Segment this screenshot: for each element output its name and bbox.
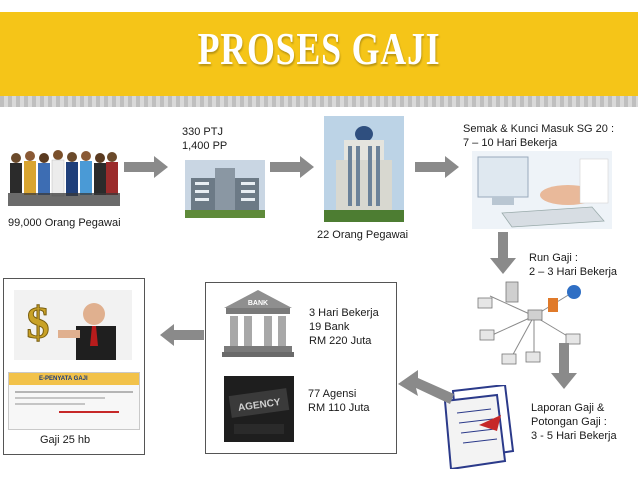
flow-arrow-down bbox=[551, 343, 577, 389]
tower-building-icon bbox=[324, 116, 404, 222]
ptj-count: 330 PTJ bbox=[182, 126, 223, 138]
report-duration: 3 - 5 Hari Bekerja bbox=[531, 430, 617, 442]
documents-icon bbox=[443, 385, 515, 469]
svg-text:$: $ bbox=[27, 297, 50, 348]
report-label-2: Potongan Gaji : bbox=[531, 416, 607, 428]
bank-count: 19 Bank bbox=[309, 321, 350, 333]
workers-group-icon bbox=[8, 150, 120, 206]
check-duration: 7 – 10 Hari Bekerja bbox=[463, 137, 558, 149]
check-label: Semak & Kunci Masuk SG 20 : bbox=[463, 123, 615, 135]
agency-amount: RM 110 Juta bbox=[308, 402, 370, 414]
bank-duration: 3 Hari Bekerja bbox=[309, 307, 379, 319]
flow-arrow-right bbox=[270, 156, 314, 178]
flow-arrow-down bbox=[490, 232, 516, 274]
flow-arrow-right bbox=[124, 156, 168, 178]
flow-arrow-left bbox=[160, 324, 204, 346]
office-building-icon bbox=[185, 160, 265, 218]
employees-label: 99,000 Orang Pegawai bbox=[8, 217, 121, 229]
agency-count: 77 Agensi bbox=[308, 388, 357, 400]
slide-title: PROSES GAJI bbox=[197, 23, 441, 74]
computer-typing-icon bbox=[472, 151, 612, 229]
network-diagram-icon bbox=[477, 281, 581, 365]
hq-staff-label: 22 Orang Pegawai bbox=[317, 229, 409, 241]
report-label-1: Laporan Gaji & bbox=[531, 402, 605, 414]
salary-date-label: Gaji 25 hb bbox=[40, 434, 91, 446]
bank-icon-text: BANK bbox=[248, 300, 268, 307]
flow-arrow-left bbox=[398, 370, 454, 404]
portal-title: E-PENYATA GAJI bbox=[9, 373, 139, 385]
e-payslip-portal: E-PENYATA GAJI bbox=[8, 372, 140, 430]
run-label: Run Gaji : bbox=[529, 252, 578, 264]
agency-sign-icon: AGENCY bbox=[224, 376, 294, 442]
title-divider bbox=[0, 96, 638, 107]
bank-icon: BANK bbox=[222, 290, 294, 357]
bank-amount: RM 220 Juta bbox=[309, 335, 372, 347]
flow-arrow-right bbox=[415, 156, 459, 178]
run-duration: 2 – 3 Hari Bekerja bbox=[529, 266, 618, 278]
money-man-icon: $ bbox=[14, 290, 132, 360]
pp-count: 1,400 PP bbox=[182, 140, 228, 152]
